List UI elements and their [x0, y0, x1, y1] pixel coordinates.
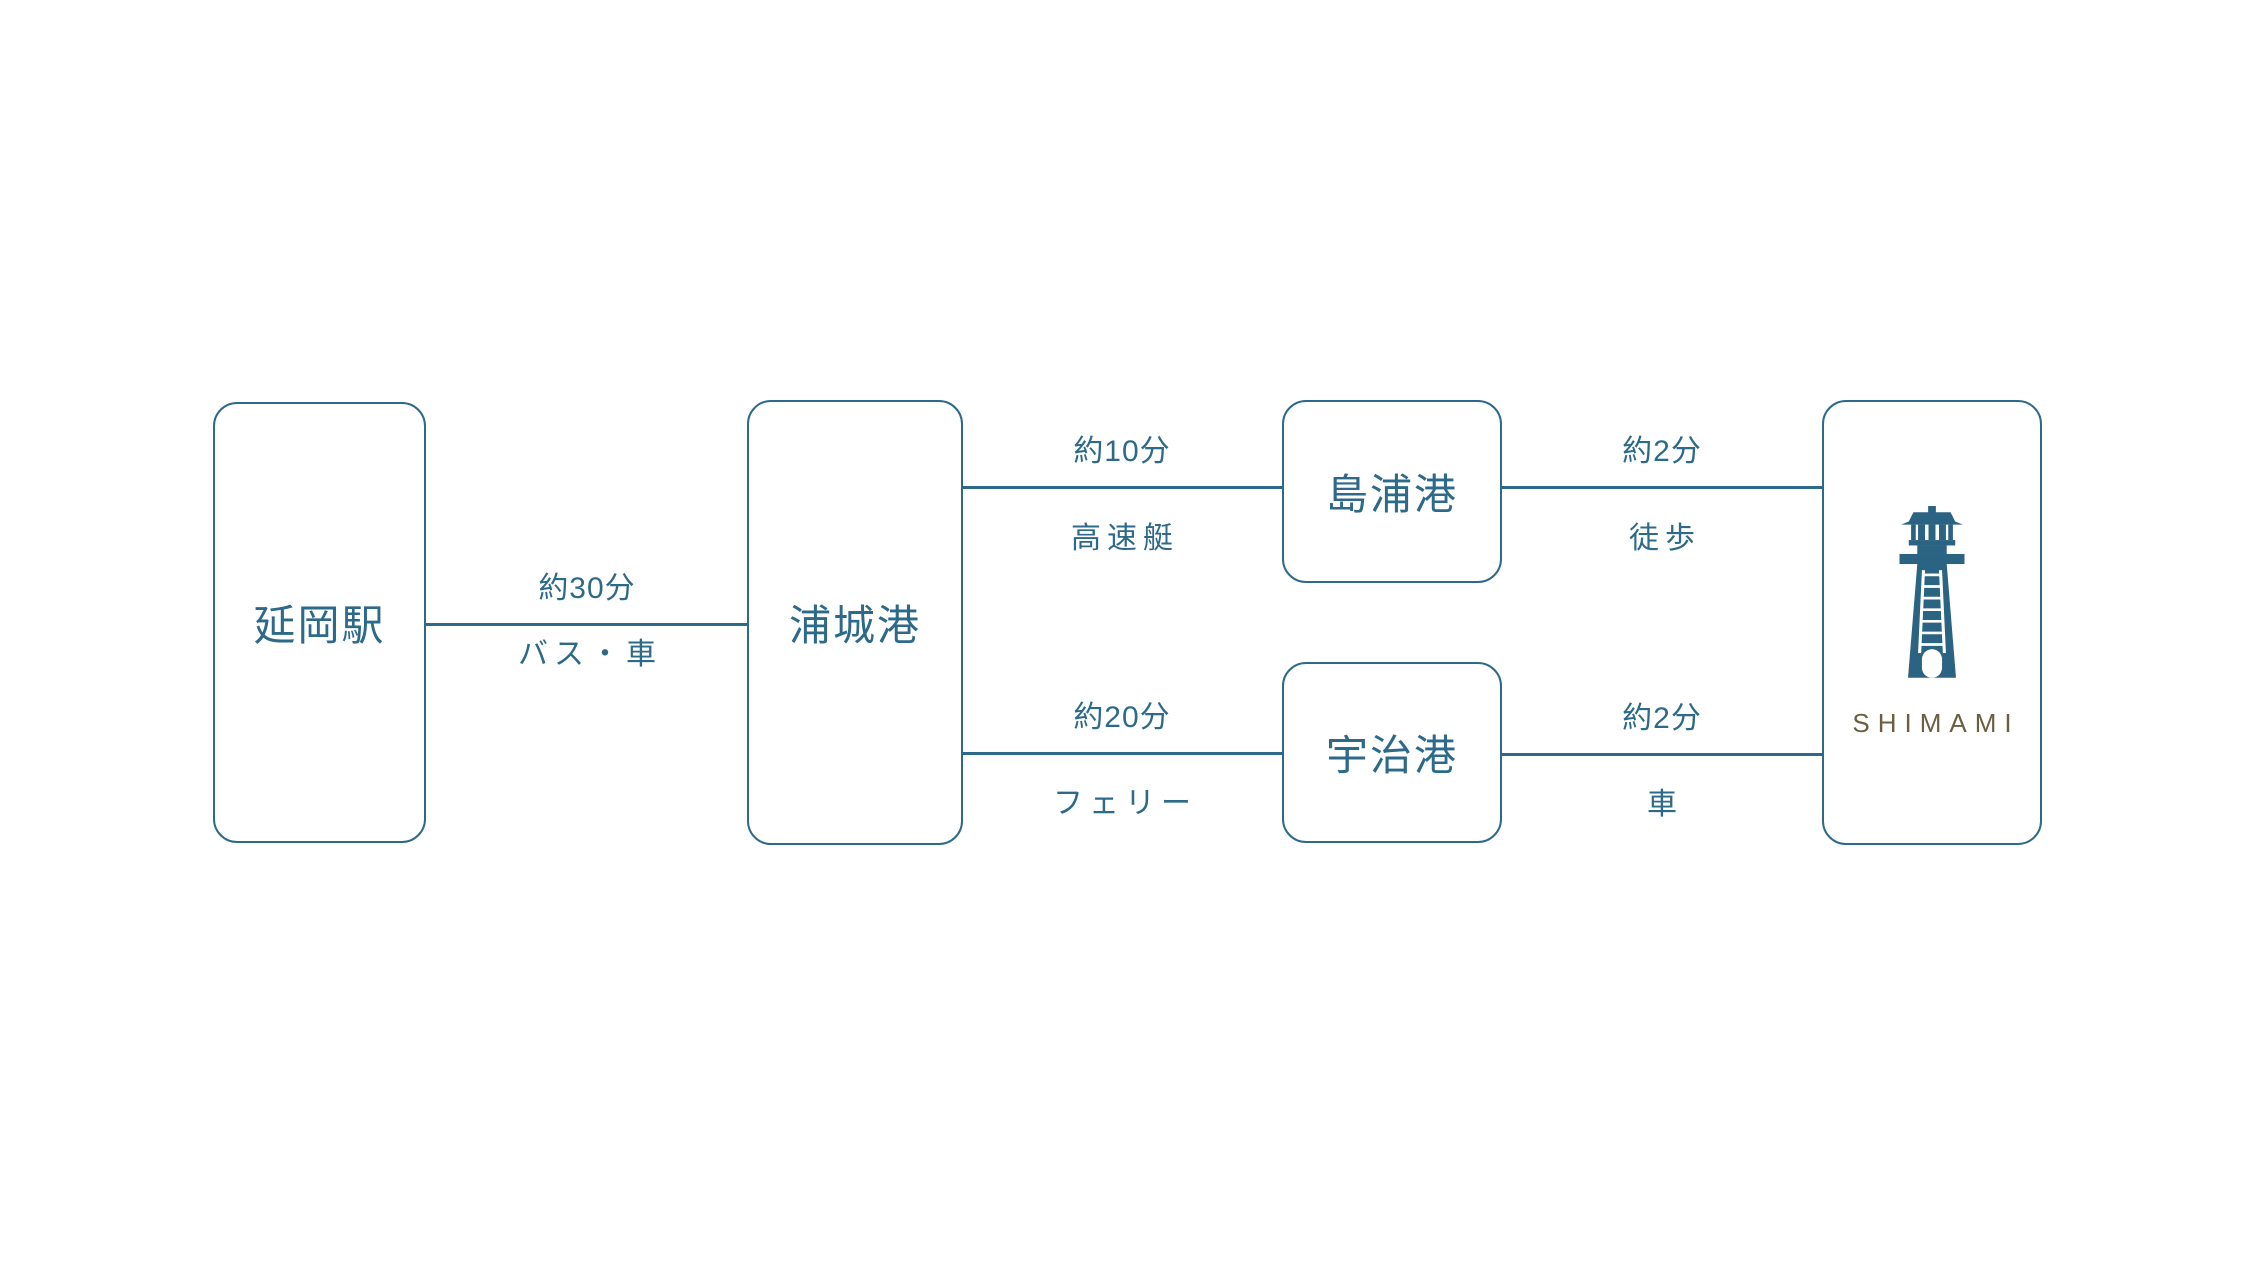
edge-line-urashiro-shimaura [962, 486, 1283, 489]
edge-line-urashiro-uji [962, 752, 1283, 755]
edge-mode-label: 徒歩 [1629, 522, 1701, 555]
node-label: 宇治港 [1325, 732, 1458, 779]
node-urashiro-port: 浦城港 [747, 400, 963, 845]
edge-duration-label: 約20分 [1073, 701, 1171, 734]
edge-line-nobeoka-urashiro [426, 623, 748, 626]
node-label: 浦城港 [788, 602, 921, 649]
edge-line-shimaura-shimami [1501, 486, 1823, 489]
edge-duration-label: 約10分 [1073, 435, 1171, 468]
edge-duration-label: 約2分 [1622, 702, 1702, 735]
node-label: 延岡駅 [253, 602, 386, 649]
node-nobeoka-station: 延岡駅 [213, 402, 426, 843]
edge-mode-label: 高速艇 [1071, 522, 1179, 555]
edge-mode-label: バス・車 [518, 638, 662, 671]
node-label: 島浦港 [1325, 471, 1458, 518]
edge-duration-label: 約2分 [1622, 435, 1702, 468]
edge-mode-label: 車 [1647, 788, 1683, 821]
lighthouse-icon [1899, 506, 1965, 678]
node-shimaura-port: 島浦港 [1282, 400, 1502, 583]
node-shimami-destination: SHIMAMI [1822, 400, 2042, 845]
shimami-wordmark: SHIMAMI [1852, 708, 2020, 738]
node-uji-port: 宇治港 [1282, 662, 1502, 843]
edge-mode-label: フェリー [1053, 787, 1197, 820]
edge-duration-label: 約30分 [538, 572, 636, 605]
edge-line-uji-shimami [1501, 753, 1823, 756]
